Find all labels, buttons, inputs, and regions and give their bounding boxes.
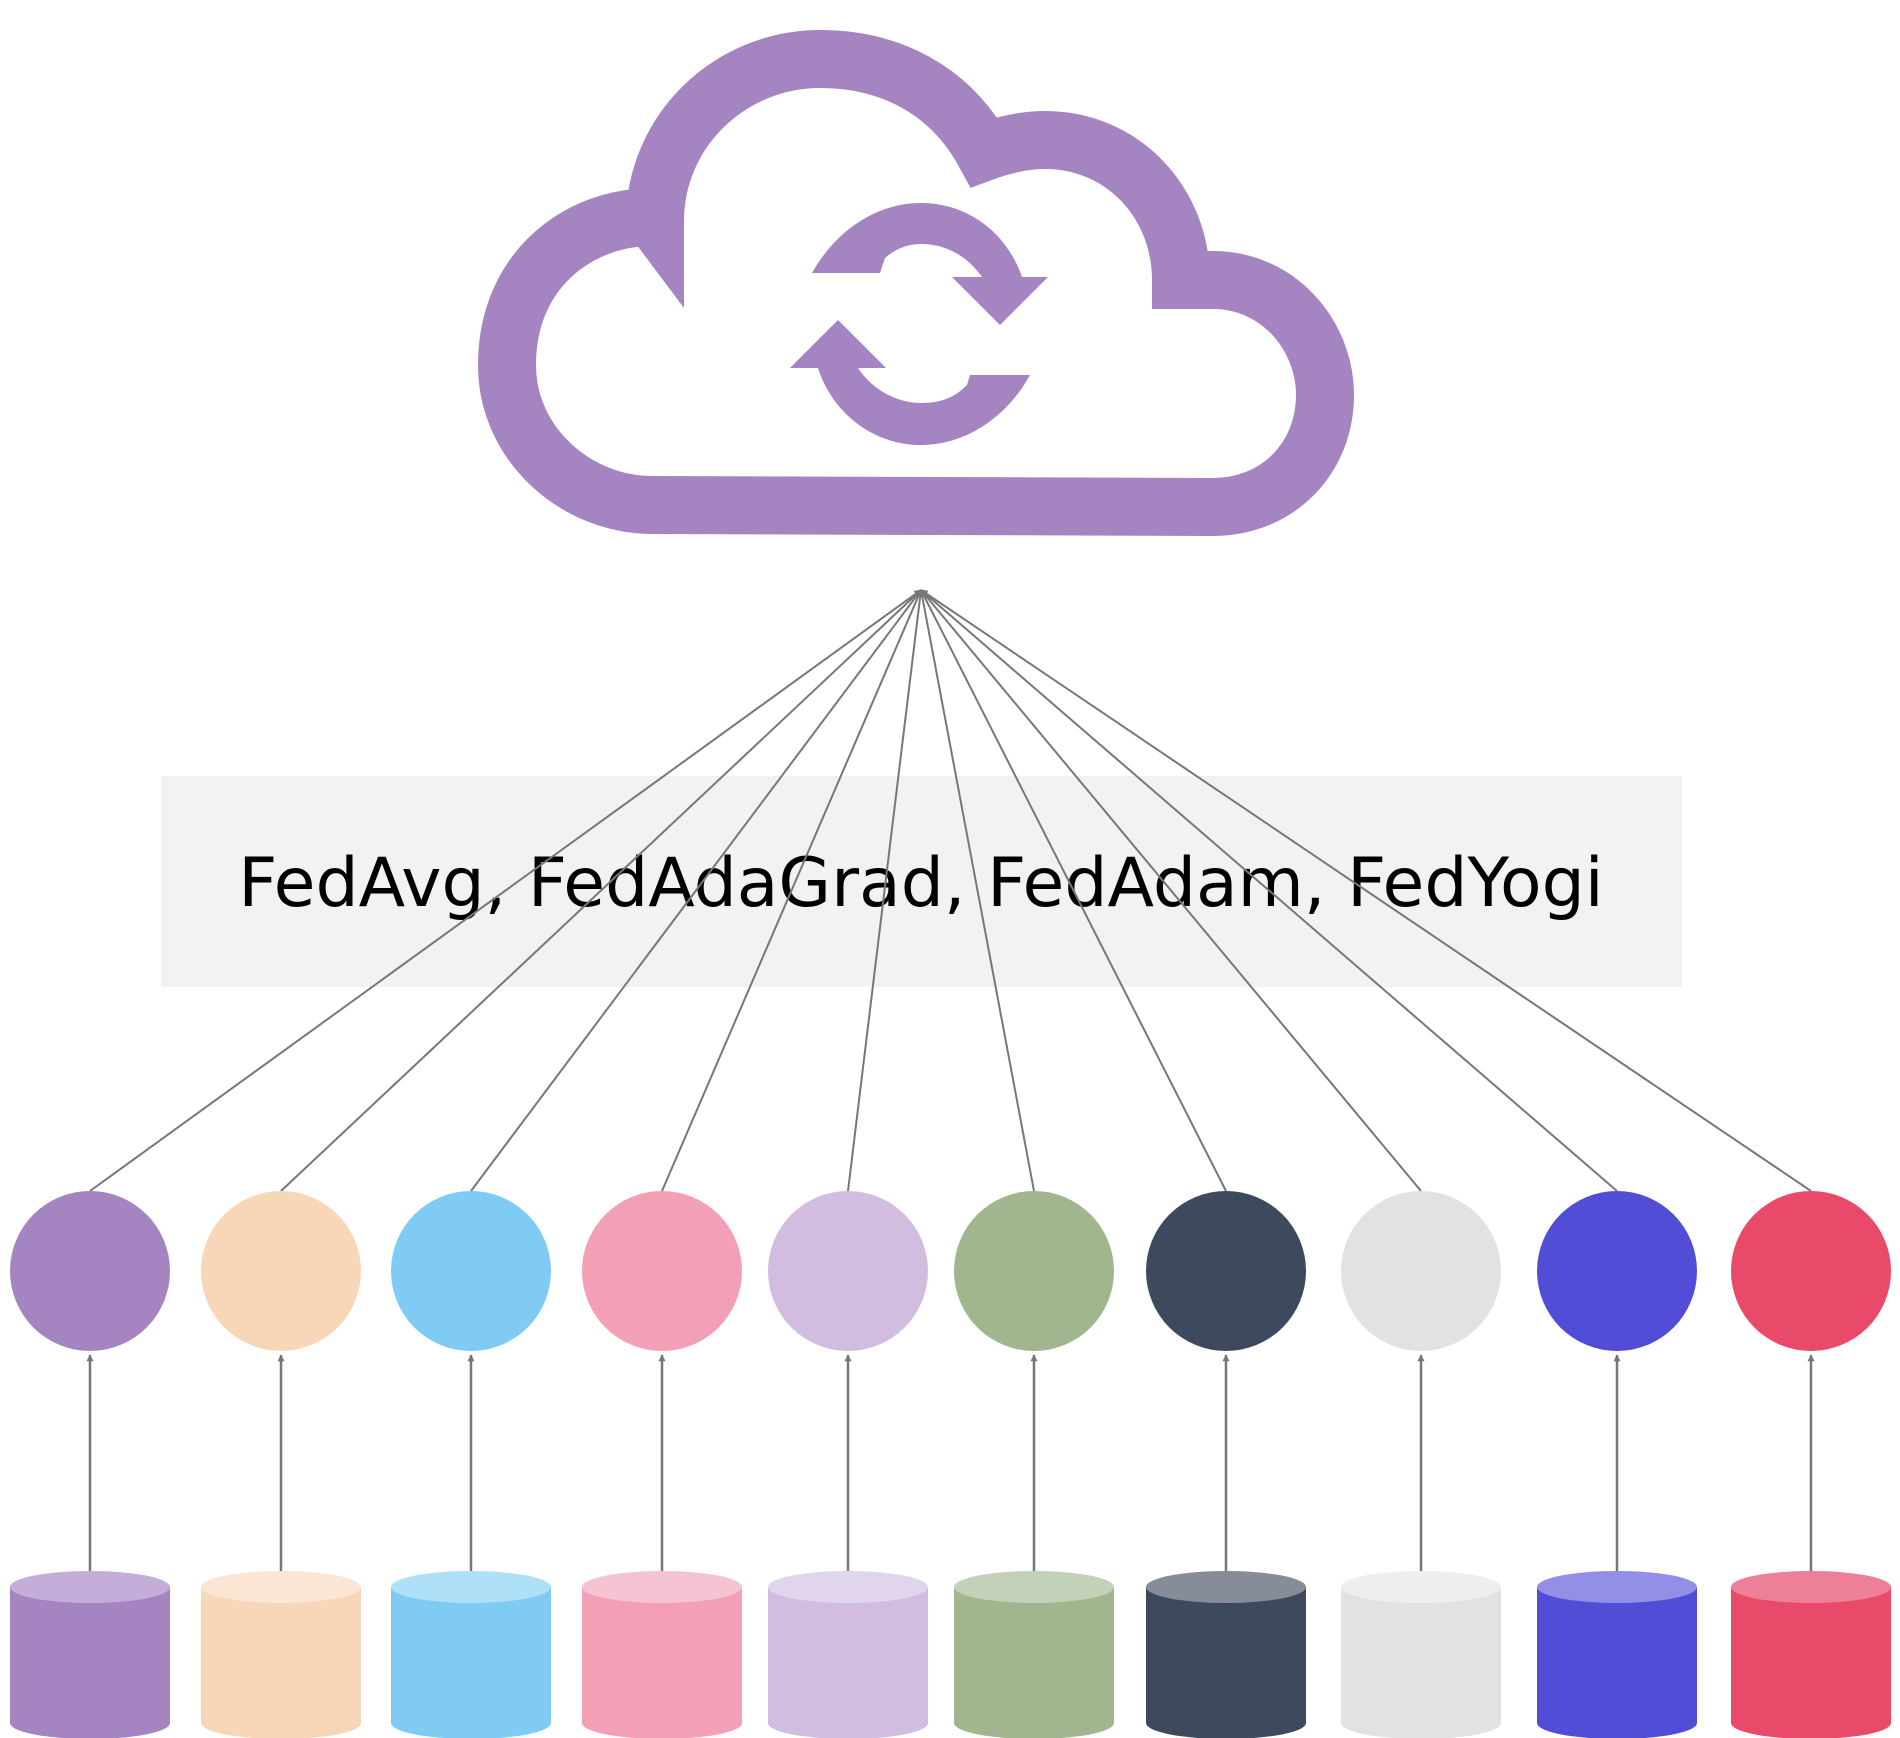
database-body-6 [954, 1587, 1114, 1738]
database-icon-4 [582, 1571, 742, 1738]
cloud-outline [477, 29, 1355, 537]
database-body-2 [201, 1587, 361, 1738]
database-top-7 [1146, 1571, 1306, 1603]
database-top-1 [10, 1571, 170, 1603]
database-body-5 [768, 1587, 928, 1738]
database-body-9 [1537, 1587, 1697, 1738]
database-icon-1 [10, 1571, 170, 1738]
database-top-6 [954, 1571, 1114, 1603]
edge-client-7-to-server [920, 589, 1227, 1192]
edge-client-1-to-server [89, 589, 922, 1192]
database-icon-2 [201, 1571, 361, 1738]
edge-client-9-to-server [920, 589, 1618, 1192]
client-node-3 [391, 1191, 551, 1351]
edge-client-4-to-server [661, 589, 922, 1192]
client-node-6 [954, 1191, 1114, 1351]
client-node-1 [10, 1191, 170, 1351]
database-body-7 [1146, 1587, 1306, 1738]
edges [86, 589, 1815, 1585]
aggregation-algorithms-text: FedAvg, FedAdaGrad, FedAdam, FedYogi [238, 844, 1603, 923]
database-top-3 [391, 1571, 551, 1603]
database-icon-6 [954, 1571, 1114, 1738]
database-body-1 [10, 1587, 170, 1738]
client-node-9 [1537, 1191, 1697, 1351]
aggregation-label-box [161, 776, 1682, 987]
database-body-4 [582, 1587, 742, 1738]
client-node-7 [1146, 1191, 1306, 1351]
edge-client-6-to-server [918, 589, 1035, 1192]
edge-client-8-to-server [920, 589, 1422, 1192]
database-body-8 [1341, 1587, 1501, 1738]
aggregation-label: FedAvg, FedAdaGrad, FedAdam, FedYogi [161, 776, 1682, 987]
database-icon-7 [1146, 1571, 1306, 1738]
client-node-4 [582, 1191, 742, 1351]
edge-client-3-to-server [470, 589, 922, 1192]
edge-client-5-to-server [847, 589, 924, 1192]
database-body-10 [1731, 1587, 1891, 1738]
database-top-9 [1537, 1571, 1697, 1603]
database-icon-10 [1731, 1571, 1891, 1738]
edge-client-2-to-server [280, 589, 922, 1192]
clients [10, 1191, 1891, 1738]
database-icon-5 [768, 1571, 928, 1738]
database-icon-3 [391, 1571, 551, 1738]
client-node-5 [768, 1191, 928, 1351]
cloud-server-icon [477, 29, 1355, 537]
database-body-3 [391, 1587, 551, 1738]
database-top-2 [201, 1571, 361, 1603]
client-node-10 [1731, 1191, 1891, 1351]
client-node-8 [1341, 1191, 1501, 1351]
database-top-8 [1341, 1571, 1501, 1603]
edge-client-10-to-server [920, 589, 1812, 1192]
database-top-10 [1731, 1571, 1891, 1603]
client-node-2 [201, 1191, 361, 1351]
database-top-5 [768, 1571, 928, 1603]
database-icon-8 [1341, 1571, 1501, 1738]
sync-icon [790, 203, 1048, 445]
database-top-4 [582, 1571, 742, 1603]
database-icon-9 [1537, 1571, 1697, 1738]
